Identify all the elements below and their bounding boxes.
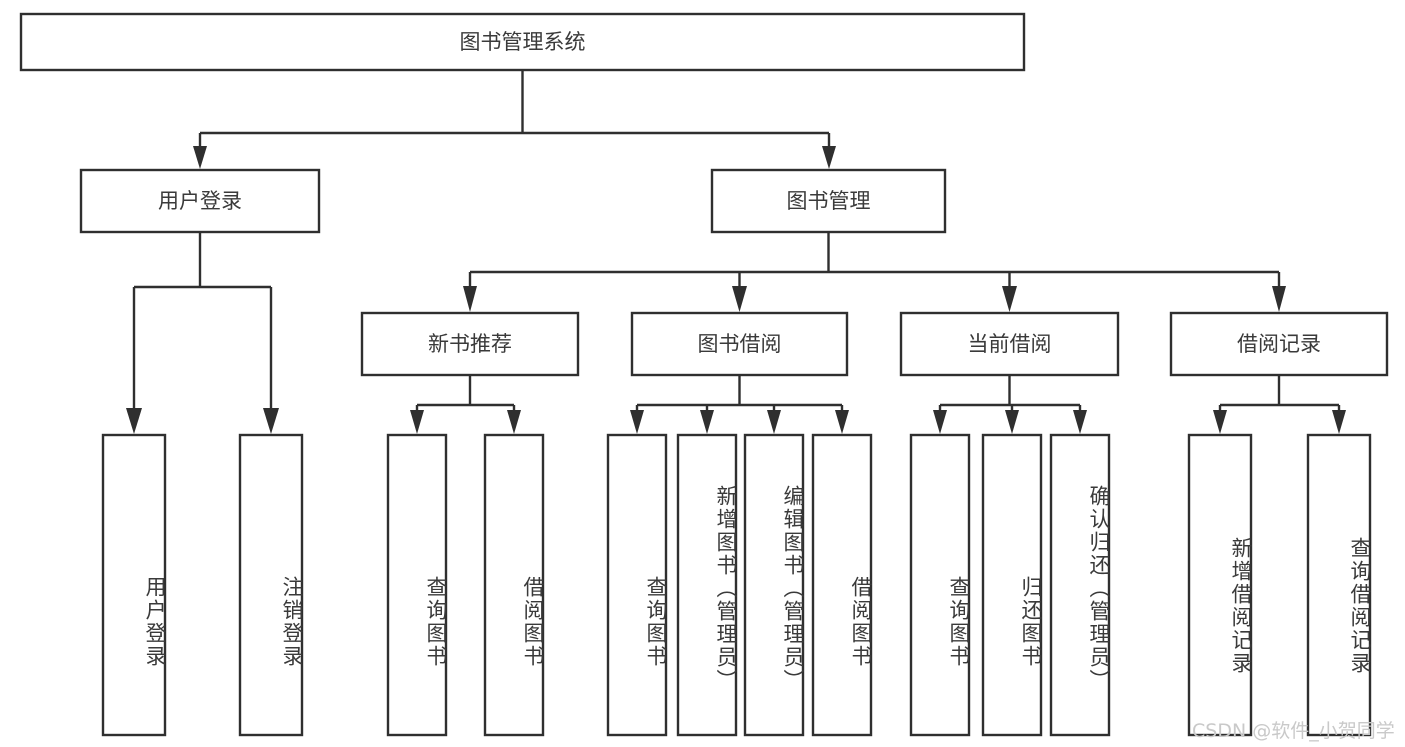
leaf-box-return-book[interactable] [981,433,1043,737]
node-book-manage-label: 图书管理 [787,189,871,213]
arrow-to-leaf-confirm-return [1073,410,1087,434]
arrowheads-level2 [193,146,836,169]
connector-group-root [198,70,831,148]
arrow-to-leaf-query-record [1332,410,1346,434]
node-user-login-label: 用户登录 [158,189,242,213]
arrow-to-leaf-user-login [126,408,142,434]
leaf-box-add-book[interactable] [676,433,738,737]
connector-group-current-borrow [933,375,1087,434]
node-book-borrow[interactable]: 图书借阅 [630,311,849,377]
leaf-box-user-login[interactable] [101,433,167,737]
connector-group-borrow-record [1213,375,1346,434]
arrow-to-leaf-query-book-1 [410,410,424,434]
arrow-to-borrow-record [1272,286,1286,312]
node-new-book-rec[interactable]: 新书推荐 [360,311,580,377]
arrow-to-book-borrow [732,286,747,312]
arrow-to-leaf-return-book [1005,410,1019,434]
connector-group-new-book-rec [410,375,521,434]
node-new-book-rec-label: 新书推荐 [428,332,512,356]
node-current-borrow-box[interactable] [899,311,1120,377]
arrow-to-book-manage [822,146,836,169]
node-book-manage-box[interactable] [710,168,947,234]
node-root[interactable]: 图书管理系统 [19,12,1026,72]
arrow-to-leaf-edit-book [767,410,781,434]
connector-group-user-login [126,232,279,434]
node-root-label: 图书管理系统 [460,30,586,54]
node-borrow-record-label: 借阅记录 [1237,332,1321,356]
node-user-login[interactable]: 用户登录 [79,168,321,234]
csdn-watermark: CSDN @软件_小贺同学 [1192,720,1395,742]
arrow-to-leaf-borrow-book-2 [835,410,849,434]
arrow-to-leaf-query-book-3 [933,410,947,434]
connector-group-book-manage [463,232,1286,312]
node-new-book-rec-box[interactable] [360,311,580,377]
leaf-boxes [101,433,1372,737]
arrow-to-new-book-rec [463,286,477,312]
node-root-box[interactable] [19,12,1026,72]
arrow-to-current-borrow [1002,286,1017,312]
arrow-to-leaf-add-book [700,410,714,434]
leaf-box-query-book-2[interactable] [606,433,668,737]
node-borrow-record-box[interactable] [1169,311,1389,377]
node-book-manage[interactable]: 图书管理 [710,168,947,234]
leaf-box-logout[interactable] [238,433,304,737]
arrow-to-user-login [193,146,207,169]
arrow-to-leaf-query-book-2 [630,410,644,434]
leaf-box-query-book-1[interactable] [386,433,448,737]
node-borrow-record[interactable]: 借阅记录 [1169,311,1389,377]
node-user-login-box[interactable] [79,168,321,234]
connector-group-book-borrow [630,375,849,434]
leaf-box-confirm-return[interactable] [1049,433,1111,737]
node-book-borrow-box[interactable] [630,311,849,377]
leaf-box-borrow-book-2[interactable] [811,433,873,737]
node-current-borrow-label: 当前借阅 [968,332,1052,356]
arrow-to-leaf-add-record [1213,410,1227,434]
node-book-borrow-label: 图书借阅 [698,332,782,356]
leaf-box-add-record[interactable] [1187,433,1253,737]
leaf-box-query-record[interactable] [1306,433,1372,737]
node-current-borrow[interactable]: 当前借阅 [899,311,1120,377]
leaf-box-query-book-3[interactable] [909,433,971,737]
arrow-to-leaf-logout [263,408,279,434]
arrow-to-leaf-borrow-book-1 [507,410,521,434]
leaf-box-edit-book[interactable] [743,433,805,737]
leaf-box-borrow-book-1[interactable] [483,433,545,737]
